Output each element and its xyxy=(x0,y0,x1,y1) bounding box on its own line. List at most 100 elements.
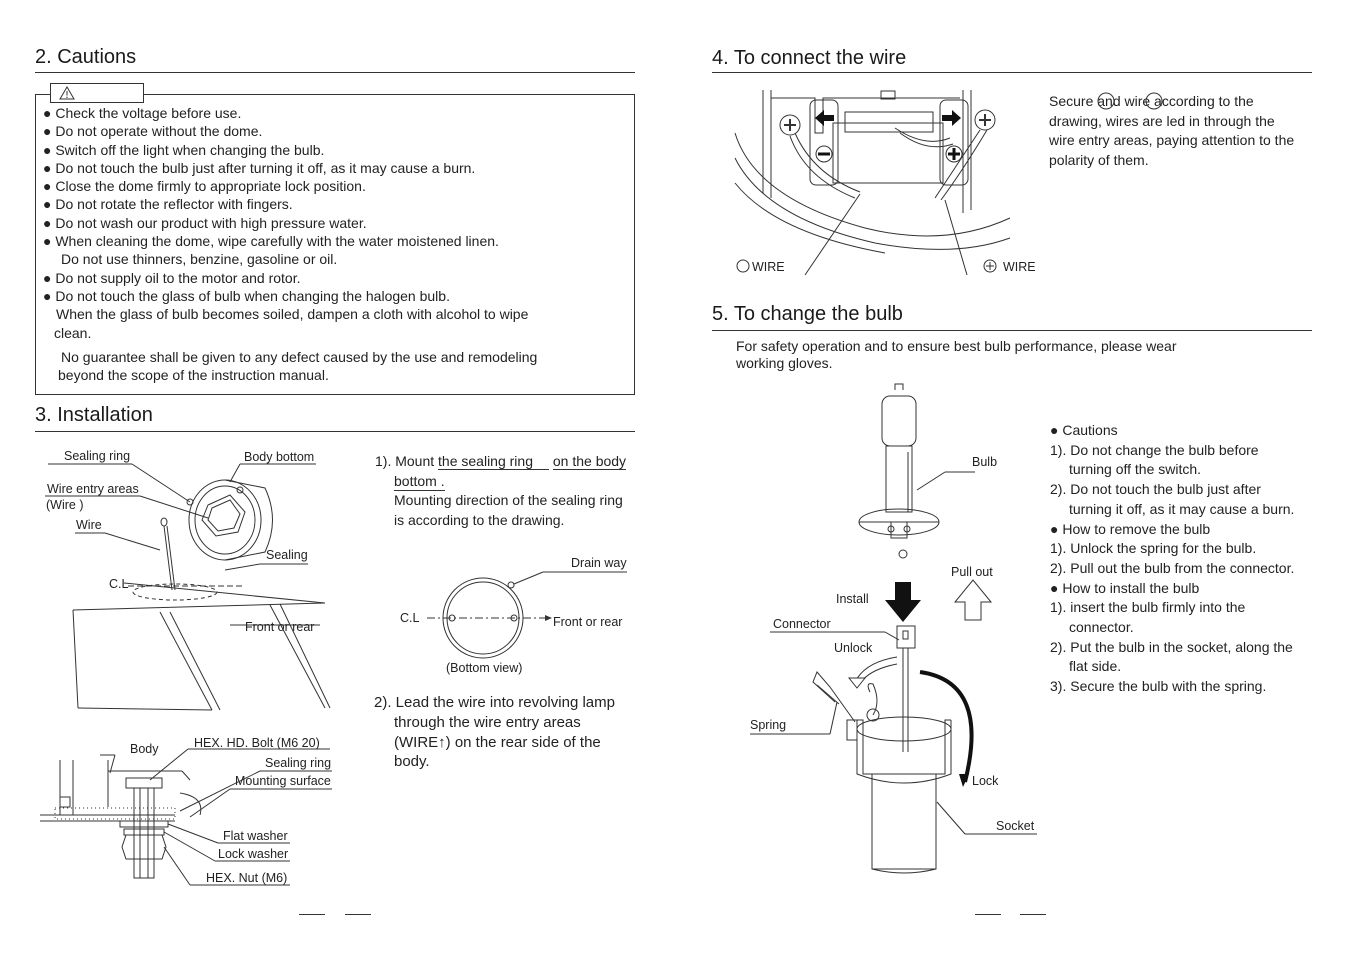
label-lock: Lock xyxy=(972,774,999,788)
polarity-circle-icon xyxy=(1145,92,1163,110)
page-number-marker xyxy=(975,914,1001,915)
install-step1-line4: is according to the drawing. xyxy=(394,512,565,528)
label-connector: Connector xyxy=(773,617,831,631)
caution-item: ● Do not touch the glass of bulb when ch… xyxy=(43,287,450,304)
step1-on-body: on the body xyxy=(552,453,627,470)
label-unlock: Unlock xyxy=(834,641,873,655)
step2-line: (WIRE↑) on the rear side of the xyxy=(394,733,601,751)
label-lock-washer: Lock washer xyxy=(218,847,289,861)
label-plus-wire: WIRE xyxy=(1003,260,1036,274)
label-socket: Socket xyxy=(996,819,1035,833)
bulb-note: ● Cautions xyxy=(1050,422,1118,438)
page-number-marker xyxy=(299,914,325,915)
install-step1-line3: Mounting direction of the sealing ring xyxy=(394,492,623,508)
installation-drawing xyxy=(45,463,331,711)
label-sealing-ring-2: Sealing ring xyxy=(265,756,332,770)
step2-line: 2). Lead the wire into revolving lamp xyxy=(374,694,615,711)
bulb-intro-line-1: For safety operation and to ensure best … xyxy=(736,338,1177,354)
installation-rule xyxy=(35,431,635,432)
label-bottom-view: (Bottom view) xyxy=(446,661,523,675)
label-sealing: Sealing xyxy=(266,548,308,562)
page-number-marker xyxy=(345,914,371,915)
bulb-note: 1). Unlock the spring for the bulb. xyxy=(1050,540,1257,557)
guarantee-line-1: No guarantee shall be given to any defec… xyxy=(61,349,538,365)
label-hex-nut: HEX. Nut (M6) xyxy=(206,871,288,885)
caution-item: clean. xyxy=(54,324,92,341)
label-body-bottom: Body bottom xyxy=(244,450,315,464)
bottom-view-drawing xyxy=(427,571,627,659)
bulb-note: 1). insert the bulb firmly into the xyxy=(1050,599,1246,616)
bulb-note: 2). Do not touch the bulb just after xyxy=(1050,481,1261,498)
label-mounting-surface: Mounting surface xyxy=(235,774,331,788)
label-cl-2: C.L xyxy=(400,611,420,625)
bulb-note: 3). Secure the bulb with the spring. xyxy=(1050,678,1267,695)
section-title-bulb: 5. To change the bulb xyxy=(712,303,903,325)
caution-item: ● Close the dome firmly to appropriate l… xyxy=(43,178,366,195)
caution-item: ● Check the voltage before use. xyxy=(43,105,242,121)
section-title-connect: 4. To connect the wire xyxy=(712,47,907,69)
caution-item: ● Do not rotate the reflector with finge… xyxy=(43,196,293,213)
bulb-drawing xyxy=(750,383,1037,874)
terminal-drawing xyxy=(734,90,1011,276)
bulb-note: 1). Do not change the bulb before xyxy=(1050,441,1259,458)
cautions-list: ● Check the voltage before use. ● Do not… xyxy=(43,104,528,342)
bulb-note: turning off the switch. xyxy=(1069,461,1202,478)
bolt-section-drawing xyxy=(40,748,332,886)
section-title-installation: 3. Installation xyxy=(35,404,153,426)
label-pull-out: Pull out xyxy=(951,565,993,579)
label-body: Body xyxy=(130,742,159,756)
label-bulb: Bulb xyxy=(972,455,998,469)
connect-rule xyxy=(712,72,1312,73)
connect-desc-line: drawing, wires are led in through the xyxy=(1049,112,1275,129)
connect-description: Secure and wire according to the drawing… xyxy=(1049,92,1294,170)
bulb-note: ● How to install the bulb xyxy=(1050,579,1200,596)
warning-triangle-icon xyxy=(59,86,75,100)
bulb-note: ● How to remove the bulb xyxy=(1050,520,1211,537)
bulb-rule xyxy=(712,330,1312,331)
bulb-notes: ● Cautions 1). Do not change the bulb be… xyxy=(1050,421,1294,697)
step2-line: body. xyxy=(394,753,430,771)
polarity-circle-icon xyxy=(1097,92,1115,110)
caution-item: ● Do not supply oil to the motor and rot… xyxy=(43,269,301,286)
section-title-cautions: 2. Cautions xyxy=(35,46,137,68)
label-wire-entry: Wire entry areas xyxy=(47,482,139,496)
label-cl: C.L xyxy=(109,577,129,591)
label-wire: Wire xyxy=(76,518,102,532)
connect-desc-line: Secure and wire according to the xyxy=(1049,93,1254,109)
label-front-rear-2: Front or rear xyxy=(553,615,623,629)
bulb-note: 2). Put the bulb in the socket, along th… xyxy=(1050,638,1293,655)
guarantee-line-2: beyond the scope of the instruction manu… xyxy=(58,367,329,383)
step1-prefix: 1). Mount xyxy=(375,453,439,469)
connect-desc-line: polarity of them. xyxy=(1049,151,1149,168)
bulb-note: flat side. xyxy=(1069,658,1122,675)
label-wire-paren: (Wire ) xyxy=(46,498,84,512)
install-step1-line2: bottom . xyxy=(394,472,445,492)
bulb-note: connector. xyxy=(1069,619,1134,636)
page-number-marker xyxy=(1020,914,1046,915)
cautions-box xyxy=(35,94,635,395)
caution-item: ● When cleaning the dome, wipe carefully… xyxy=(43,233,499,250)
label-flat-washer: Flat washer xyxy=(223,829,288,843)
label-front-rear: Front or rear xyxy=(245,620,315,634)
label-spring: Spring xyxy=(750,718,787,732)
label-minus-wire: WIRE xyxy=(752,260,785,274)
caution-item: ● Do not wash our product with high pres… xyxy=(43,214,367,231)
label-sealing-ring: Sealing ring xyxy=(64,449,131,463)
caution-item: ● Switch off the light when changing the… xyxy=(43,141,325,158)
warning-tab xyxy=(50,83,144,103)
caution-item: Do not use thinners, benzine, gasoline o… xyxy=(61,251,338,268)
label-drain-way: Drain way xyxy=(571,556,627,570)
bulb-note: 2). Pull out the bulb from the connector… xyxy=(1050,559,1295,576)
bulb-intro-line-2: working gloves. xyxy=(736,355,833,371)
step1-sealing-ring: the sealing ring xyxy=(438,453,549,470)
connect-desc-line: wire entry areas, paying attention to th… xyxy=(1049,132,1295,148)
caution-item: ● Do not operate without the dome. xyxy=(43,123,263,140)
caution-item: When the glass of bulb becomes soiled, d… xyxy=(56,306,529,323)
step2-line: through the wire entry areas xyxy=(394,713,581,731)
label-hex-bolt: HEX. HD. Bolt (M6 20) xyxy=(194,736,320,750)
install-step1-line1: 1). Mount the sealing ring on the body xyxy=(375,452,627,470)
bulb-note: turning it off, as it may cause a burn. xyxy=(1069,500,1295,517)
label-install: Install xyxy=(836,592,869,606)
cautions-rule xyxy=(35,72,635,73)
install-step2: 2). Lead the wire into revolving lamp th… xyxy=(374,693,615,772)
